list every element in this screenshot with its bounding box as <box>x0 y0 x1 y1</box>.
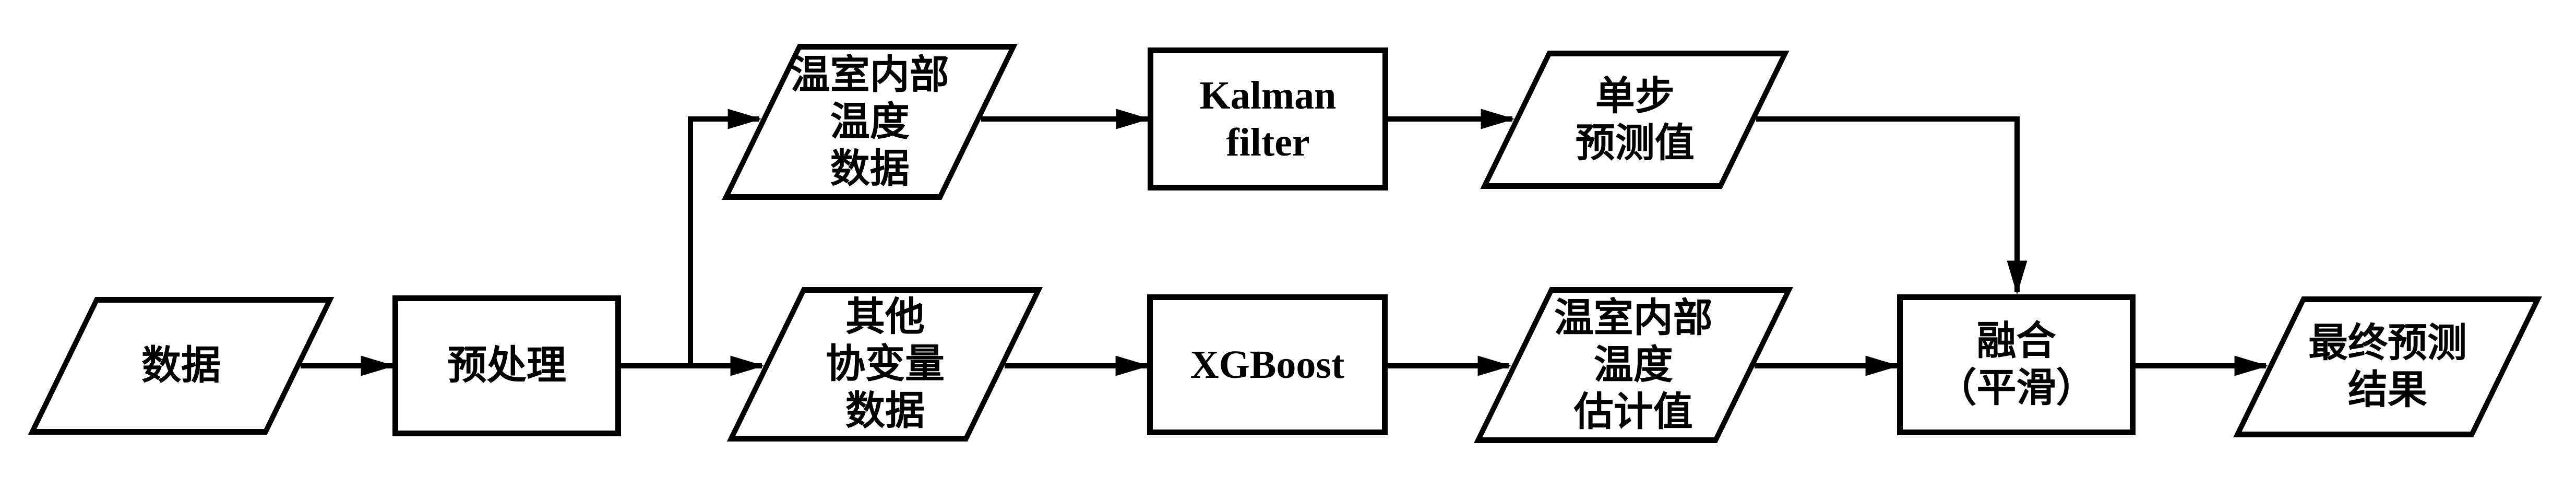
node-fusion-smoothing-label: 融合 （平滑） <box>1937 318 2096 412</box>
node-single-step-prediction-parallelogram: 单步 预测值 <box>1480 51 1790 189</box>
node-preprocess-label: 预处理 <box>447 342 566 389</box>
text-line: 温度 <box>830 100 910 144</box>
node-fusion-smoothing-rect: 融合 （平滑） <box>1897 294 2136 435</box>
node-greenhouse-temp-estimate-parallelogram: 温室内部 温度 估计值 <box>1474 287 1793 443</box>
node-other-covariate-data-label: 其他 协变量 数据 <box>826 294 945 435</box>
text-line: 温室内部 <box>1554 296 1713 340</box>
node-kalman-filter-label: Kalman filter <box>1200 72 1337 166</box>
node-data-label: 数据 <box>141 342 221 389</box>
text-line: 融合 <box>1976 319 2056 363</box>
text-line: 数据 <box>830 147 910 191</box>
node-preprocess-rect: 预处理 <box>392 295 621 436</box>
text-line: 其他 <box>845 295 925 339</box>
node-greenhouse-temp-data-label: 温室内部 温度 数据 <box>791 52 949 193</box>
text-line: 数据 <box>141 344 221 388</box>
node-xgboost-rect: XGBoost <box>1147 294 1388 435</box>
text-line: 协变量 <box>825 342 945 386</box>
text-line: 温室内部 <box>790 53 949 97</box>
text-line: 单步 <box>1595 74 1675 118</box>
text-line: 数据 <box>845 389 925 433</box>
node-single-step-prediction-label: 单步 预测值 <box>1576 73 1695 167</box>
text-line: 预测值 <box>1575 121 1695 165</box>
node-greenhouse-temp-estimate-label: 温室内部 温度 估计值 <box>1554 295 1713 436</box>
node-data-parallelogram: 数据 <box>28 297 335 435</box>
text-line: （平滑） <box>1937 366 2096 410</box>
text-line: 温度 <box>1594 343 1673 387</box>
text-line: XGBoost <box>1190 343 1345 387</box>
text-line: 预处理 <box>447 344 566 388</box>
node-other-covariate-data-parallelogram: 其他 协变量 数据 <box>726 287 1043 442</box>
node-greenhouse-temp-data-parallelogram: 温室内部 温度 数据 <box>722 44 1018 200</box>
node-final-prediction-result-label: 最终预测 结果 <box>2308 320 2467 414</box>
text-line: 结果 <box>2348 368 2427 412</box>
text-line: Kalman <box>1199 74 1337 117</box>
node-final-prediction-result-parallelogram: 最终预测 结果 <box>2233 296 2542 437</box>
node-kalman-filter-rect: Kalman filter <box>1148 47 1388 190</box>
text-line: 估计值 <box>1574 390 1693 434</box>
text-line: filter <box>1226 121 1310 164</box>
arrow-single-step-to-fusion <box>1756 116 2028 295</box>
node-xgboost-label: XGBoost <box>1190 341 1345 388</box>
text-line: 最终预测 <box>2308 321 2467 365</box>
